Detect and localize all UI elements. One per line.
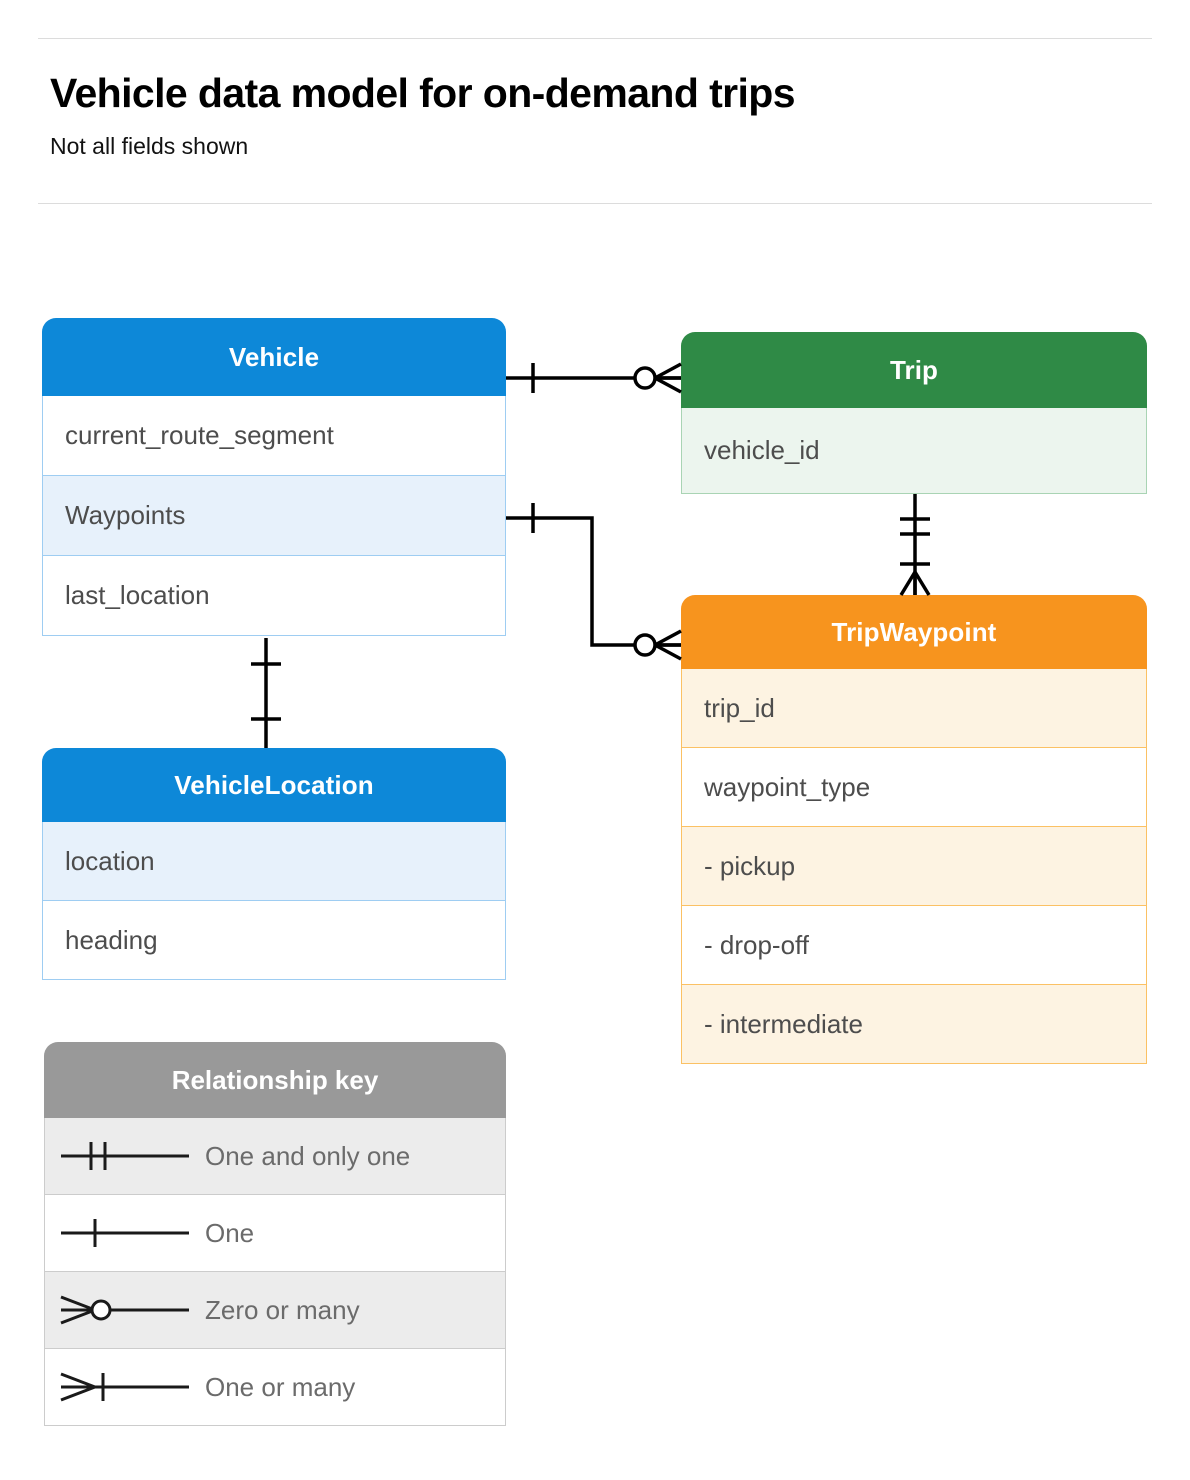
entity-vehicle-header: Vehicle xyxy=(42,318,506,396)
connector-vehicle-vehiclelocation xyxy=(251,638,281,748)
page-title: Vehicle data model for on-demand trips xyxy=(50,70,796,116)
legend-label-zero-or-many: Zero or many xyxy=(205,1294,360,1325)
field-waypoint-type[interactable]: waypoint_type xyxy=(681,748,1147,827)
header-divider-top xyxy=(38,38,1152,39)
legend-title: Relationship key xyxy=(44,1042,506,1118)
field-waypoint-type-intermediate[interactable]: - intermediate xyxy=(681,985,1147,1064)
connector-waypoints-tripwaypoint xyxy=(506,503,682,661)
one-or-many-icon xyxy=(45,1367,205,1407)
entity-trip-header: Trip xyxy=(681,332,1147,408)
field-last-location[interactable]: last_location xyxy=(42,556,506,636)
relationship-key-legend: Relationship key One and only one One xyxy=(44,1042,506,1426)
field-location[interactable]: location xyxy=(42,822,506,901)
field-trip-id[interactable]: trip_id xyxy=(681,669,1147,748)
one-icon xyxy=(45,1213,205,1253)
zero-or-many-icon xyxy=(45,1290,205,1330)
one-and-only-one-icon xyxy=(45,1136,205,1176)
connector-vehicle-trip xyxy=(506,362,682,394)
page-subtitle: Not all fields shown xyxy=(50,133,249,159)
legend-row-one: One xyxy=(44,1195,506,1272)
field-vehicle-id[interactable]: vehicle_id xyxy=(681,408,1147,494)
header-divider-bottom xyxy=(38,203,1152,204)
legend-label-one-and-only-one: One and only one xyxy=(205,1140,411,1171)
entity-vehiclelocation-header: VehicleLocation xyxy=(42,748,506,822)
entity-tripwaypoint[interactable]: TripWaypoint trip_id waypoint_type - pic… xyxy=(681,595,1147,1064)
field-waypoint-type-dropoff[interactable]: - drop-off xyxy=(681,906,1147,985)
field-current-route-segment[interactable]: current_route_segment xyxy=(42,396,506,476)
entity-vehicle[interactable]: Vehicle current_route_segment Waypoints … xyxy=(42,318,506,636)
field-waypoint-type-pickup[interactable]: - pickup xyxy=(681,827,1147,906)
field-heading[interactable]: heading xyxy=(42,901,506,980)
legend-row-one-and-only-one: One and only one xyxy=(44,1118,506,1195)
connector-trip-tripwaypoint xyxy=(899,494,931,596)
entity-vehiclelocation[interactable]: VehicleLocation location heading xyxy=(42,748,506,980)
legend-label-one-or-many: One or many xyxy=(205,1371,356,1402)
field-waypoints[interactable]: Waypoints xyxy=(42,476,506,556)
entity-tripwaypoint-header: TripWaypoint xyxy=(681,595,1147,669)
legend-label-one: One xyxy=(205,1217,255,1248)
legend-row-one-or-many: One or many xyxy=(44,1349,506,1426)
legend-row-zero-or-many: Zero or many xyxy=(44,1272,506,1349)
entity-trip[interactable]: Trip vehicle_id xyxy=(681,332,1147,494)
